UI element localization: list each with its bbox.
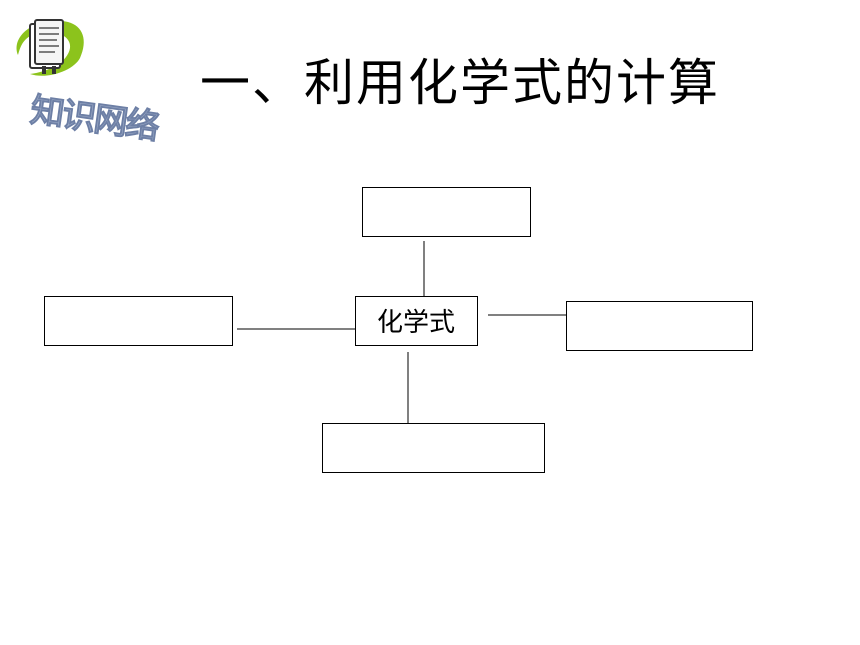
box-bottom	[322, 423, 545, 473]
knowledge-network-logo: 知识网络	[16, 19, 163, 148]
center-node-label: 化学式	[376, 308, 455, 338]
box-left	[44, 296, 233, 346]
box-right	[566, 301, 753, 351]
slide-title: 一、利用化学式的计算	[200, 54, 720, 112]
book-icon	[29, 19, 64, 74]
green-swoosh-icon	[16, 20, 84, 76]
box-top	[362, 187, 531, 237]
box-center	[355, 296, 478, 346]
